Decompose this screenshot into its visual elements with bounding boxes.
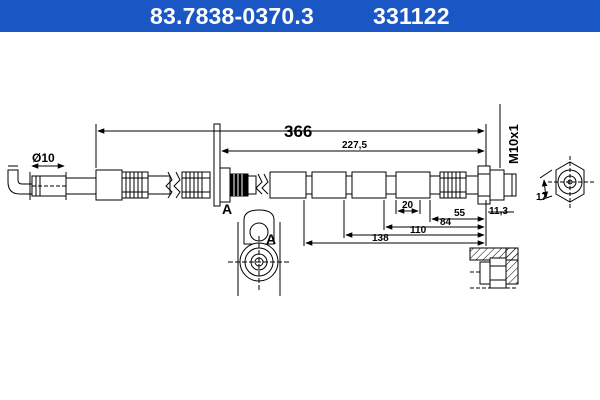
dimension-84: 84 <box>440 217 452 228</box>
dimension-diameter: Ø10 <box>32 151 55 165</box>
dimension-overall-length: 366 <box>284 122 312 141</box>
dimension-lines <box>29 104 514 246</box>
banjo-bracket <box>213 123 231 207</box>
dimension-110: 110 <box>410 225 427 236</box>
title-bar: 83.7838-0370.3 331122 <box>0 0 600 32</box>
dimension-17: 17 <box>536 192 548 203</box>
reference-number: 331122 <box>373 3 450 29</box>
detail-marker-label: A <box>266 231 276 247</box>
dimension-55: 55 <box>454 208 466 219</box>
wall-mount-section <box>469 247 519 289</box>
dimension-thread: M10x1 <box>506 124 521 164</box>
hose-line <box>7 165 211 201</box>
dimension-11-3: 11,3 <box>489 206 508 217</box>
dimension-20: 20 <box>402 200 414 211</box>
hex-end-fitting <box>477 165 517 205</box>
technical-drawing: A <box>7 104 594 296</box>
end-view <box>539 156 594 208</box>
part-number: 83.7838-0370.3 <box>150 3 314 29</box>
detail-view-a <box>228 209 290 296</box>
hose-body <box>229 171 479 199</box>
bracket-marker-label: A <box>222 201 232 217</box>
dimension-inner-length: 227,5 <box>342 140 367 151</box>
dimension-138: 138 <box>372 233 389 244</box>
